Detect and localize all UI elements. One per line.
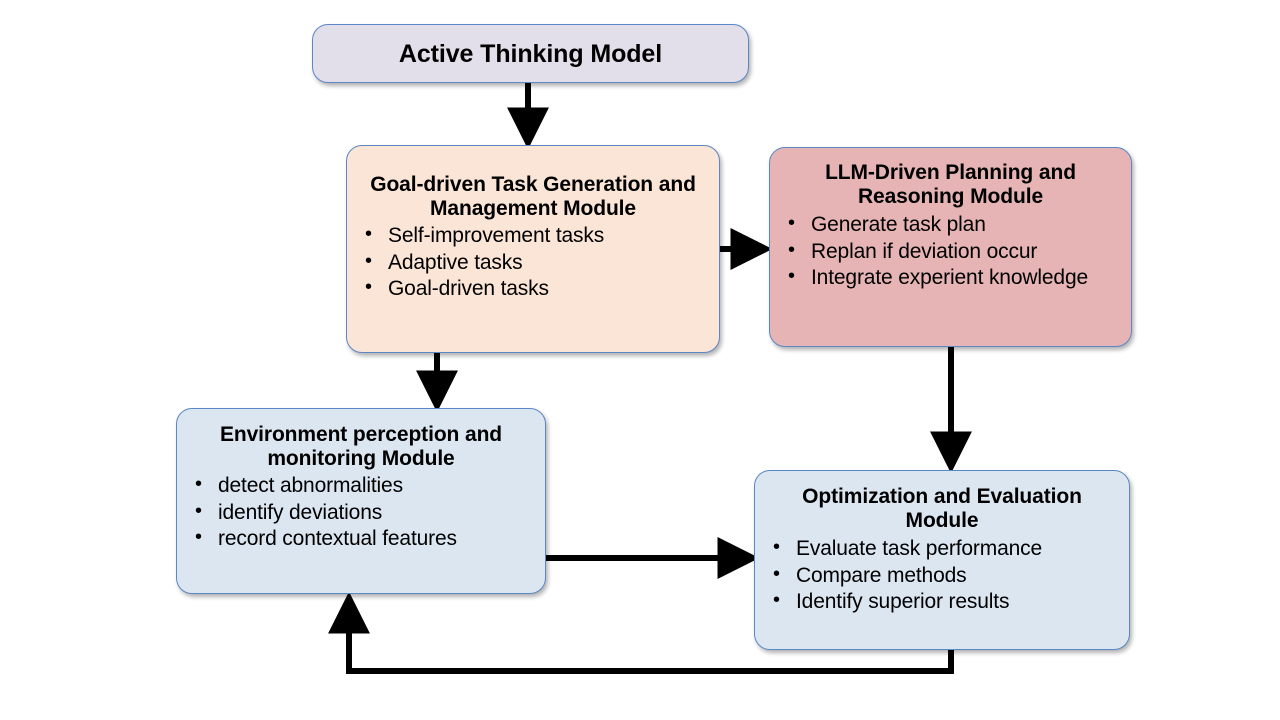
list-item: detect abnormalities xyxy=(185,472,537,500)
list-item: Identify superior results xyxy=(763,588,1121,616)
list-item: Adaptive tasks xyxy=(355,249,711,277)
node-title: LLM-Driven Planning and Reasoning Module xyxy=(825,161,1076,208)
node-active-thinking-model[interactable]: Active Thinking Model xyxy=(312,24,749,83)
node-bullet-list: Generate task plan Replan if deviation o… xyxy=(778,211,1123,292)
node-title: Optimization and Evaluation Module xyxy=(802,485,1082,532)
node-title: Active Thinking Model xyxy=(398,39,663,68)
list-item: identify deviations xyxy=(185,499,537,527)
list-item: record contextual features xyxy=(185,525,537,553)
node-environment-perception-monitoring[interactable]: Environment perception and monitoring Mo… xyxy=(176,408,546,594)
list-item: Compare methods xyxy=(763,562,1121,590)
list-item: Replan if deviation occur xyxy=(778,238,1123,266)
node-bullet-list: Evaluate task performance Compare method… xyxy=(763,535,1121,616)
list-item: Integrate experient knowledge xyxy=(778,264,1123,292)
list-item: Self-improvement tasks xyxy=(355,222,711,250)
node-goal-driven-task-generation[interactable]: Goal-driven Task Generation and Manageme… xyxy=(346,145,720,353)
node-title: Environment perception and monitoring Mo… xyxy=(219,423,503,470)
node-llm-driven-planning-reasoning[interactable]: LLM-Driven Planning and Reasoning Module… xyxy=(769,147,1132,347)
node-optimization-evaluation[interactable]: Optimization and Evaluation Module Evalu… xyxy=(754,470,1130,650)
list-item: Evaluate task performance xyxy=(763,535,1121,563)
list-item: Goal-driven tasks xyxy=(355,275,711,303)
node-bullet-list: detect abnormalities identify deviations… xyxy=(185,472,537,553)
node-title: Goal-driven Task Generation and Manageme… xyxy=(370,173,696,220)
node-bullet-list: Self-improvement tasks Adaptive tasks Go… xyxy=(355,222,711,303)
list-item: Generate task plan xyxy=(778,211,1123,239)
